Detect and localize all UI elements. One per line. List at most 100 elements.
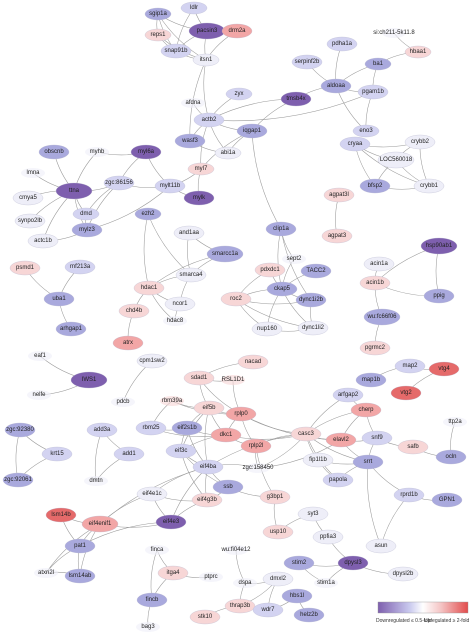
gene-node-map1b[interactable]: map1b — [355, 372, 387, 388]
gene-node-abi1a[interactable]: abi1a — [214, 146, 242, 160]
gene-node-myhb[interactable]: myhb — [85, 147, 109, 157]
gene-node-ezh2[interactable]: ezh2 — [134, 207, 162, 221]
gene-node-ppfia3[interactable]: ppfia3 — [312, 529, 344, 545]
gene-node-zgc-92380[interactable]: zgc:92380 — [4, 422, 36, 438]
gene-node-dpysl2b[interactable]: dpysl2b — [387, 566, 419, 582]
gene-node-rplp0[interactable]: rplp0 — [225, 406, 257, 422]
gene-node-safb[interactable]: safb — [397, 439, 429, 455]
gene-node-aldoaa[interactable]: aldoaa — [320, 78, 352, 94]
gene-node-papola[interactable]: papola — [322, 472, 354, 488]
gene-node-pat1[interactable]: pat1 — [64, 538, 96, 554]
gene-node-dpysl3[interactable]: dpysl3 — [337, 555, 369, 571]
gene-node-tacc2[interactable]: TACC2 — [300, 263, 332, 279]
gene-node-add1[interactable]: add1 — [113, 446, 145, 462]
gene-node-pdcb[interactable]: pdcb — [111, 397, 135, 407]
gene-node-hdac1[interactable]: hdac1 — [133, 280, 165, 296]
gene-node-nup160[interactable]: nup160 — [251, 321, 283, 337]
gene-node-ttna[interactable]: ttna — [55, 182, 93, 200]
gene-node-sept2[interactable]: sept2 — [282, 254, 306, 264]
gene-node-pgrmc2[interactable]: pgrmc2 — [359, 340, 391, 356]
gene-node-eif3c[interactable]: eif3c — [165, 443, 197, 459]
gene-node-lsm14b[interactable]: lsm14b — [45, 507, 77, 523]
gene-node-agpat3l[interactable]: agpat3l — [323, 187, 355, 203]
gene-node-iqgap1[interactable]: iqgap1 — [236, 123, 268, 139]
gene-node-gpn1[interactable]: GPN1 — [431, 492, 463, 508]
gene-node-wu-fi04e12[interactable]: wu:fi04e12 — [220, 545, 251, 555]
gene-node-bag3[interactable]: bag3 — [136, 622, 160, 632]
gene-node-nacad[interactable]: nacad — [237, 354, 269, 370]
gene-node-wdr7[interactable]: wdr7 — [252, 602, 284, 618]
gene-node-dkc1[interactable]: dkc1 — [210, 427, 242, 443]
gene-node-crybb1[interactable]: crybb1 — [413, 178, 445, 194]
gene-node-sgip1a[interactable]: sgip1a — [144, 7, 172, 21]
gene-node-lmna[interactable]: lmna — [21, 168, 45, 178]
gene-node-arhgap1[interactable]: arhgap1 — [55, 321, 87, 337]
gene-node-sdad1[interactable]: sdad1 — [183, 370, 215, 386]
gene-node-loc560018[interactable]: LOC560018 — [377, 151, 415, 169]
gene-node-ptprc[interactable]: ptprc — [199, 572, 223, 582]
gene-node-myl6a[interactable]: myl6a — [130, 144, 162, 160]
gene-node-elavl2[interactable]: elavl2 — [325, 432, 357, 448]
gene-node-wu-fc66f06[interactable]: wu:fc66f06 — [363, 308, 401, 326]
gene-node-eif2s1b[interactable]: eif2s1b — [171, 420, 203, 436]
gene-node-ckap5[interactable]: ckap5 — [266, 281, 298, 297]
gene-node-stk10[interactable]: stk10 — [189, 609, 221, 625]
gene-node-and1aa[interactable]: and1aa — [173, 225, 205, 241]
gene-node-wasf3[interactable]: wasf3 — [174, 133, 206, 149]
gene-node-ncor1[interactable]: ncor1 — [164, 296, 196, 312]
gene-node-eif4ba[interactable]: eif4ba — [192, 459, 224, 475]
gene-node-atxn2l[interactable]: atxn2l — [34, 568, 58, 578]
gene-node-bfsp2[interactable]: bfsp2 — [359, 178, 391, 194]
gene-node-clip1a[interactable]: clip1a — [265, 221, 297, 237]
gene-node-mylk[interactable]: mylk — [183, 190, 215, 206]
gene-node-afdna[interactable]: afdna — [181, 98, 205, 108]
gene-node-actb2[interactable]: actb2 — [193, 112, 225, 128]
gene-node-dspa[interactable]: dspa — [233, 578, 257, 588]
gene-node-stim1a[interactable]: stim1a — [314, 578, 338, 588]
gene-node-dync1li2[interactable]: dync1li2 — [297, 320, 329, 336]
gene-node-acin1b[interactable]: acin1b — [359, 275, 391, 291]
gene-node-srrt[interactable]: srrt — [352, 454, 384, 470]
gene-node-cryaa[interactable]: cryaa — [339, 136, 371, 152]
gene-node-hbs1l[interactable]: hbs1l — [281, 588, 313, 604]
gene-node-thrap3b[interactable]: thrap3b — [224, 598, 256, 614]
gene-node-reps1[interactable]: reps1 — [144, 28, 172, 42]
gene-node-eaf1[interactable]: eaf1 — [28, 351, 52, 361]
gene-node-rprd1b[interactable]: rprd1b — [393, 487, 425, 503]
gene-node-zgc-92061[interactable]: zgc:92061 — [2, 472, 34, 488]
gene-node-eno3[interactable]: eno3 — [352, 124, 380, 138]
gene-node-map2[interactable]: map2 — [394, 358, 426, 374]
gene-node-smarca4[interactable]: smarca4 — [175, 267, 207, 283]
gene-node-drm2a[interactable]: drm2a — [221, 23, 253, 39]
gene-node-stim2[interactable]: stim2 — [283, 555, 315, 571]
gene-node-fip1l1b[interactable]: fip1l1b — [302, 452, 334, 468]
gene-node-eif4e3[interactable]: eif4e3 — [155, 514, 187, 530]
gene-node-obscnb[interactable]: obscnb — [38, 144, 70, 160]
gene-node-dync1i2b[interactable]: dync1i2b — [295, 292, 327, 308]
gene-node-smarcc1a[interactable]: smarcc1a — [206, 245, 244, 263]
gene-node-pacsin3[interactable]: pacsin3 — [188, 22, 226, 40]
gene-node-casc3[interactable]: casc3 — [290, 426, 322, 442]
gene-node-zyx[interactable]: zyx — [225, 87, 253, 101]
gene-node-iws1[interactable]: IWS1 — [70, 371, 108, 389]
gene-node-zgc-86156[interactable]: zgc:86156 — [103, 175, 135, 191]
gene-node-cmya5[interactable]: cmya5 — [12, 190, 44, 206]
gene-node-snap91b[interactable]: snap91b — [160, 43, 192, 59]
gene-node-pdxdc1[interactable]: pdxdc1 — [254, 262, 286, 278]
gene-node-si-ch211-5k11-8[interactable]: si:ch211-5k11.8 — [373, 28, 415, 38]
gene-node-cpm1sw2[interactable]: cpm1sw2 — [136, 353, 168, 369]
gene-node-eif5b[interactable]: eif5b — [193, 400, 225, 416]
gene-node-atrx[interactable]: atrx — [112, 335, 144, 351]
gene-node-finca[interactable]: finca — [145, 545, 169, 555]
gene-node-lsm14ab[interactable]: lsm14ab — [64, 568, 96, 584]
gene-node-serpinf2b[interactable]: serpinf2b — [291, 54, 323, 70]
gene-node-rplp2l[interactable]: rplp2l — [240, 438, 272, 454]
gene-node-eif4g3b[interactable]: eif4g3b — [191, 492, 223, 508]
gene-node-ocln[interactable]: ocln — [435, 449, 467, 465]
gene-node-actc1b[interactable]: actc1b — [27, 233, 59, 249]
gene-node-vtg2[interactable]: vtg2 — [390, 385, 422, 401]
gene-node-usp10[interactable]: usp10 — [262, 524, 294, 540]
gene-node-ldlr[interactable]: ldlr — [180, 1, 208, 15]
gene-node-eif4enif1[interactable]: eif4enif1 — [81, 515, 119, 533]
gene-node-rbm25[interactable]: rbm25 — [135, 420, 167, 436]
